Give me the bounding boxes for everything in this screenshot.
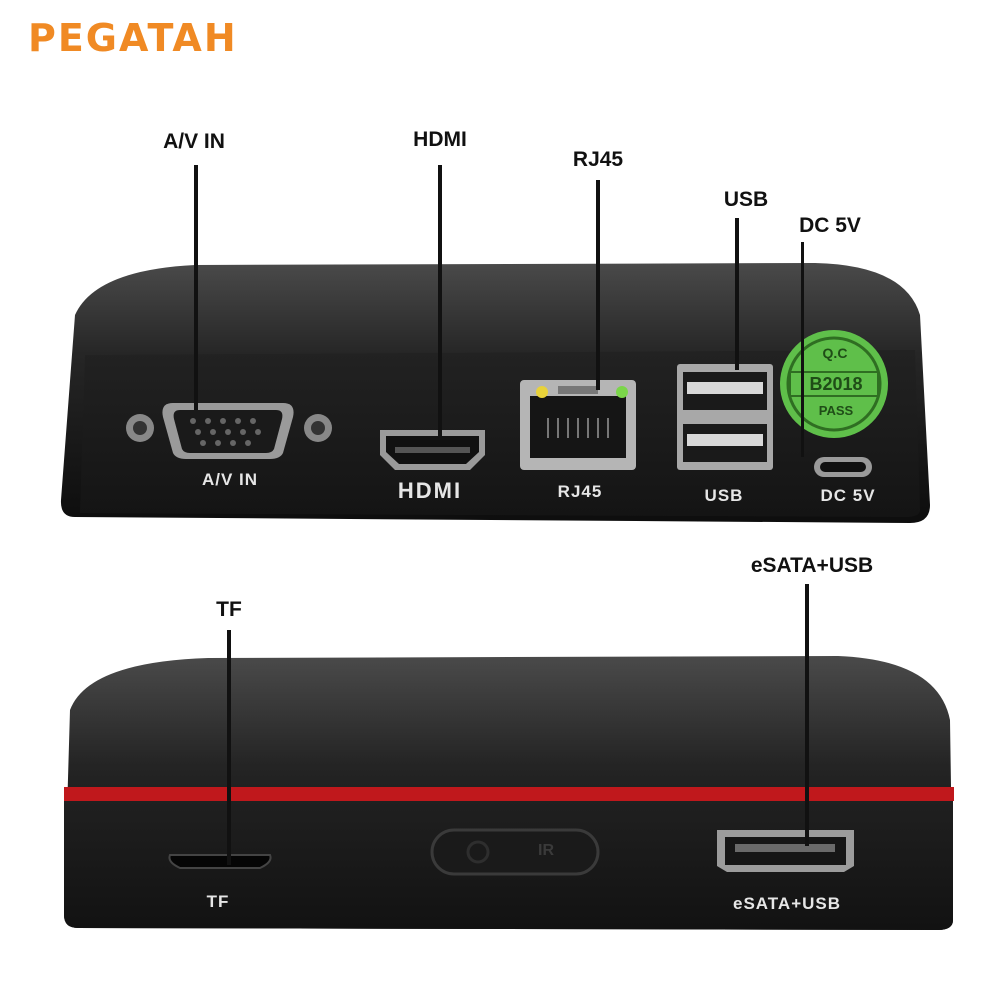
leader-line-tf	[227, 630, 231, 865]
vga-port	[126, 403, 332, 459]
leader-line-hdmi	[438, 165, 442, 445]
callout-av-in: A/V IN	[163, 130, 225, 153]
hdmi-port	[380, 430, 485, 470]
callout-rj45: RJ45	[572, 148, 624, 171]
callout-tf: TF	[216, 598, 242, 621]
callout-dc5v: DC 5V	[799, 214, 861, 237]
leader-line-usb	[735, 218, 739, 370]
leader-line-dc5v	[801, 242, 804, 457]
qc-sticker	[780, 330, 888, 438]
qc-sticker-line2: B2018	[809, 374, 863, 394]
panel-label-av-in: A/V IN	[201, 470, 259, 489]
ir-label: IR	[538, 842, 554, 859]
red-accent-stripe	[64, 787, 954, 801]
dc-5v-jack	[814, 457, 872, 477]
ir-window	[430, 828, 600, 876]
panel-label-tf: TF	[206, 892, 230, 911]
callout-usb: USB	[723, 188, 769, 211]
callout-hdmi: HDMI	[413, 128, 467, 151]
leader-line-rj45	[596, 180, 600, 390]
panel-label-dc5v: DC 5V	[820, 486, 876, 505]
rj45-port	[520, 380, 636, 470]
qc-sticker-line3: PASS	[818, 403, 854, 418]
leader-line-esata-usb	[805, 584, 809, 846]
callout-esata-usb: eSATA+USB	[750, 554, 874, 577]
panel-label-rj45: RJ45	[557, 482, 603, 501]
usb-port-stack	[677, 364, 773, 470]
qc-sticker-line1: Q.C	[822, 345, 848, 361]
panel-label-esata-usb: eSATA+USB	[732, 894, 842, 913]
panel-label-hdmi: HDMI	[397, 478, 463, 503]
panel-label-usb: USB	[704, 486, 744, 505]
brand-logo: PEGATAH	[28, 16, 238, 60]
esata-usb-port	[717, 830, 854, 872]
leader-line-av-in	[194, 165, 198, 410]
tf-card-slot	[168, 854, 272, 869]
